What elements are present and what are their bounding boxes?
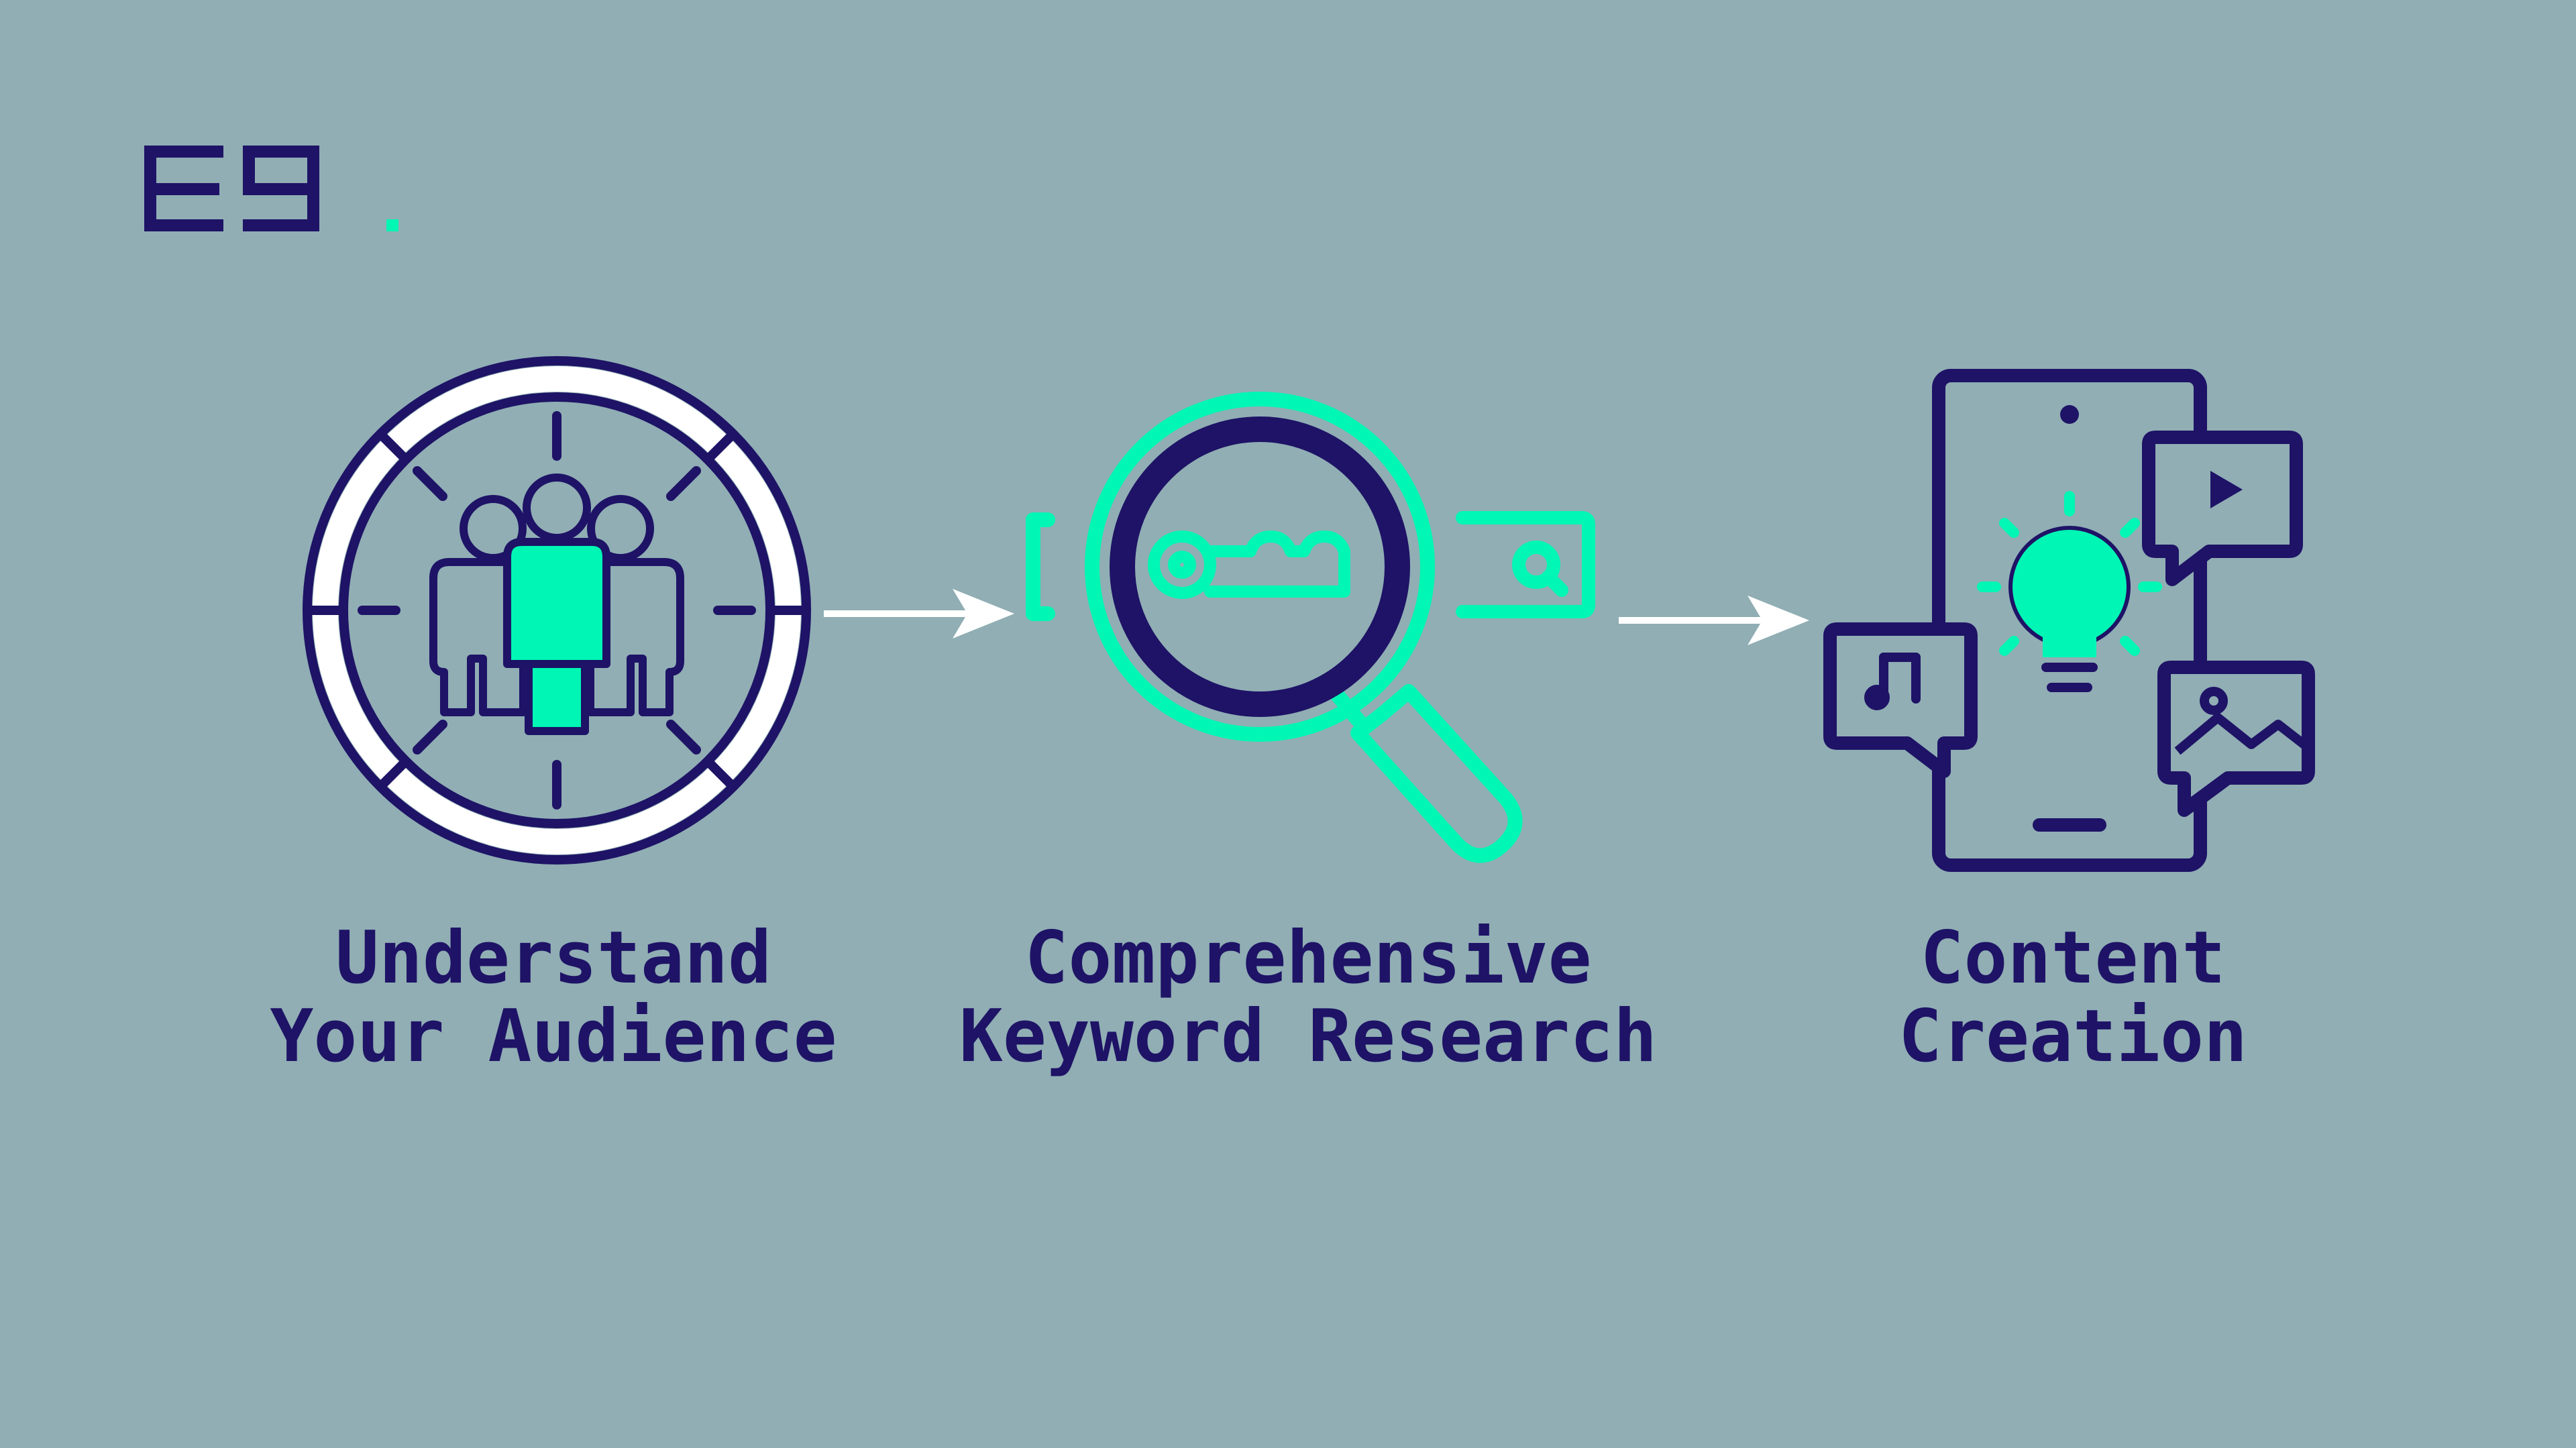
step-1-title-line-1: Understand (335, 916, 772, 1000)
step-2-title-line-2: Keyword Research (959, 995, 1658, 1078)
step-3-title-line-1: Content (1920, 916, 2226, 1000)
step-3-title-line-2: Creation (1898, 995, 2248, 1078)
content-creation-phone-icon (1823, 369, 2315, 872)
step-1-caption: Understand Your Audience (221, 919, 885, 1076)
step-2-caption: Comprehensive Keyword Research (919, 919, 1697, 1076)
arrow-right-icon (824, 589, 1014, 638)
e9-logo-icon (144, 146, 398, 231)
keyword-search-icon (1026, 392, 1595, 863)
step-3-caption: Content Creation (1798, 919, 2348, 1076)
step-1-title-line-2: Your Audience (270, 995, 837, 1078)
audience-target-icon (303, 356, 811, 865)
arrow-right-icon (1619, 596, 1809, 645)
step-2-title-line-1: Comprehensive (1024, 916, 1592, 1000)
